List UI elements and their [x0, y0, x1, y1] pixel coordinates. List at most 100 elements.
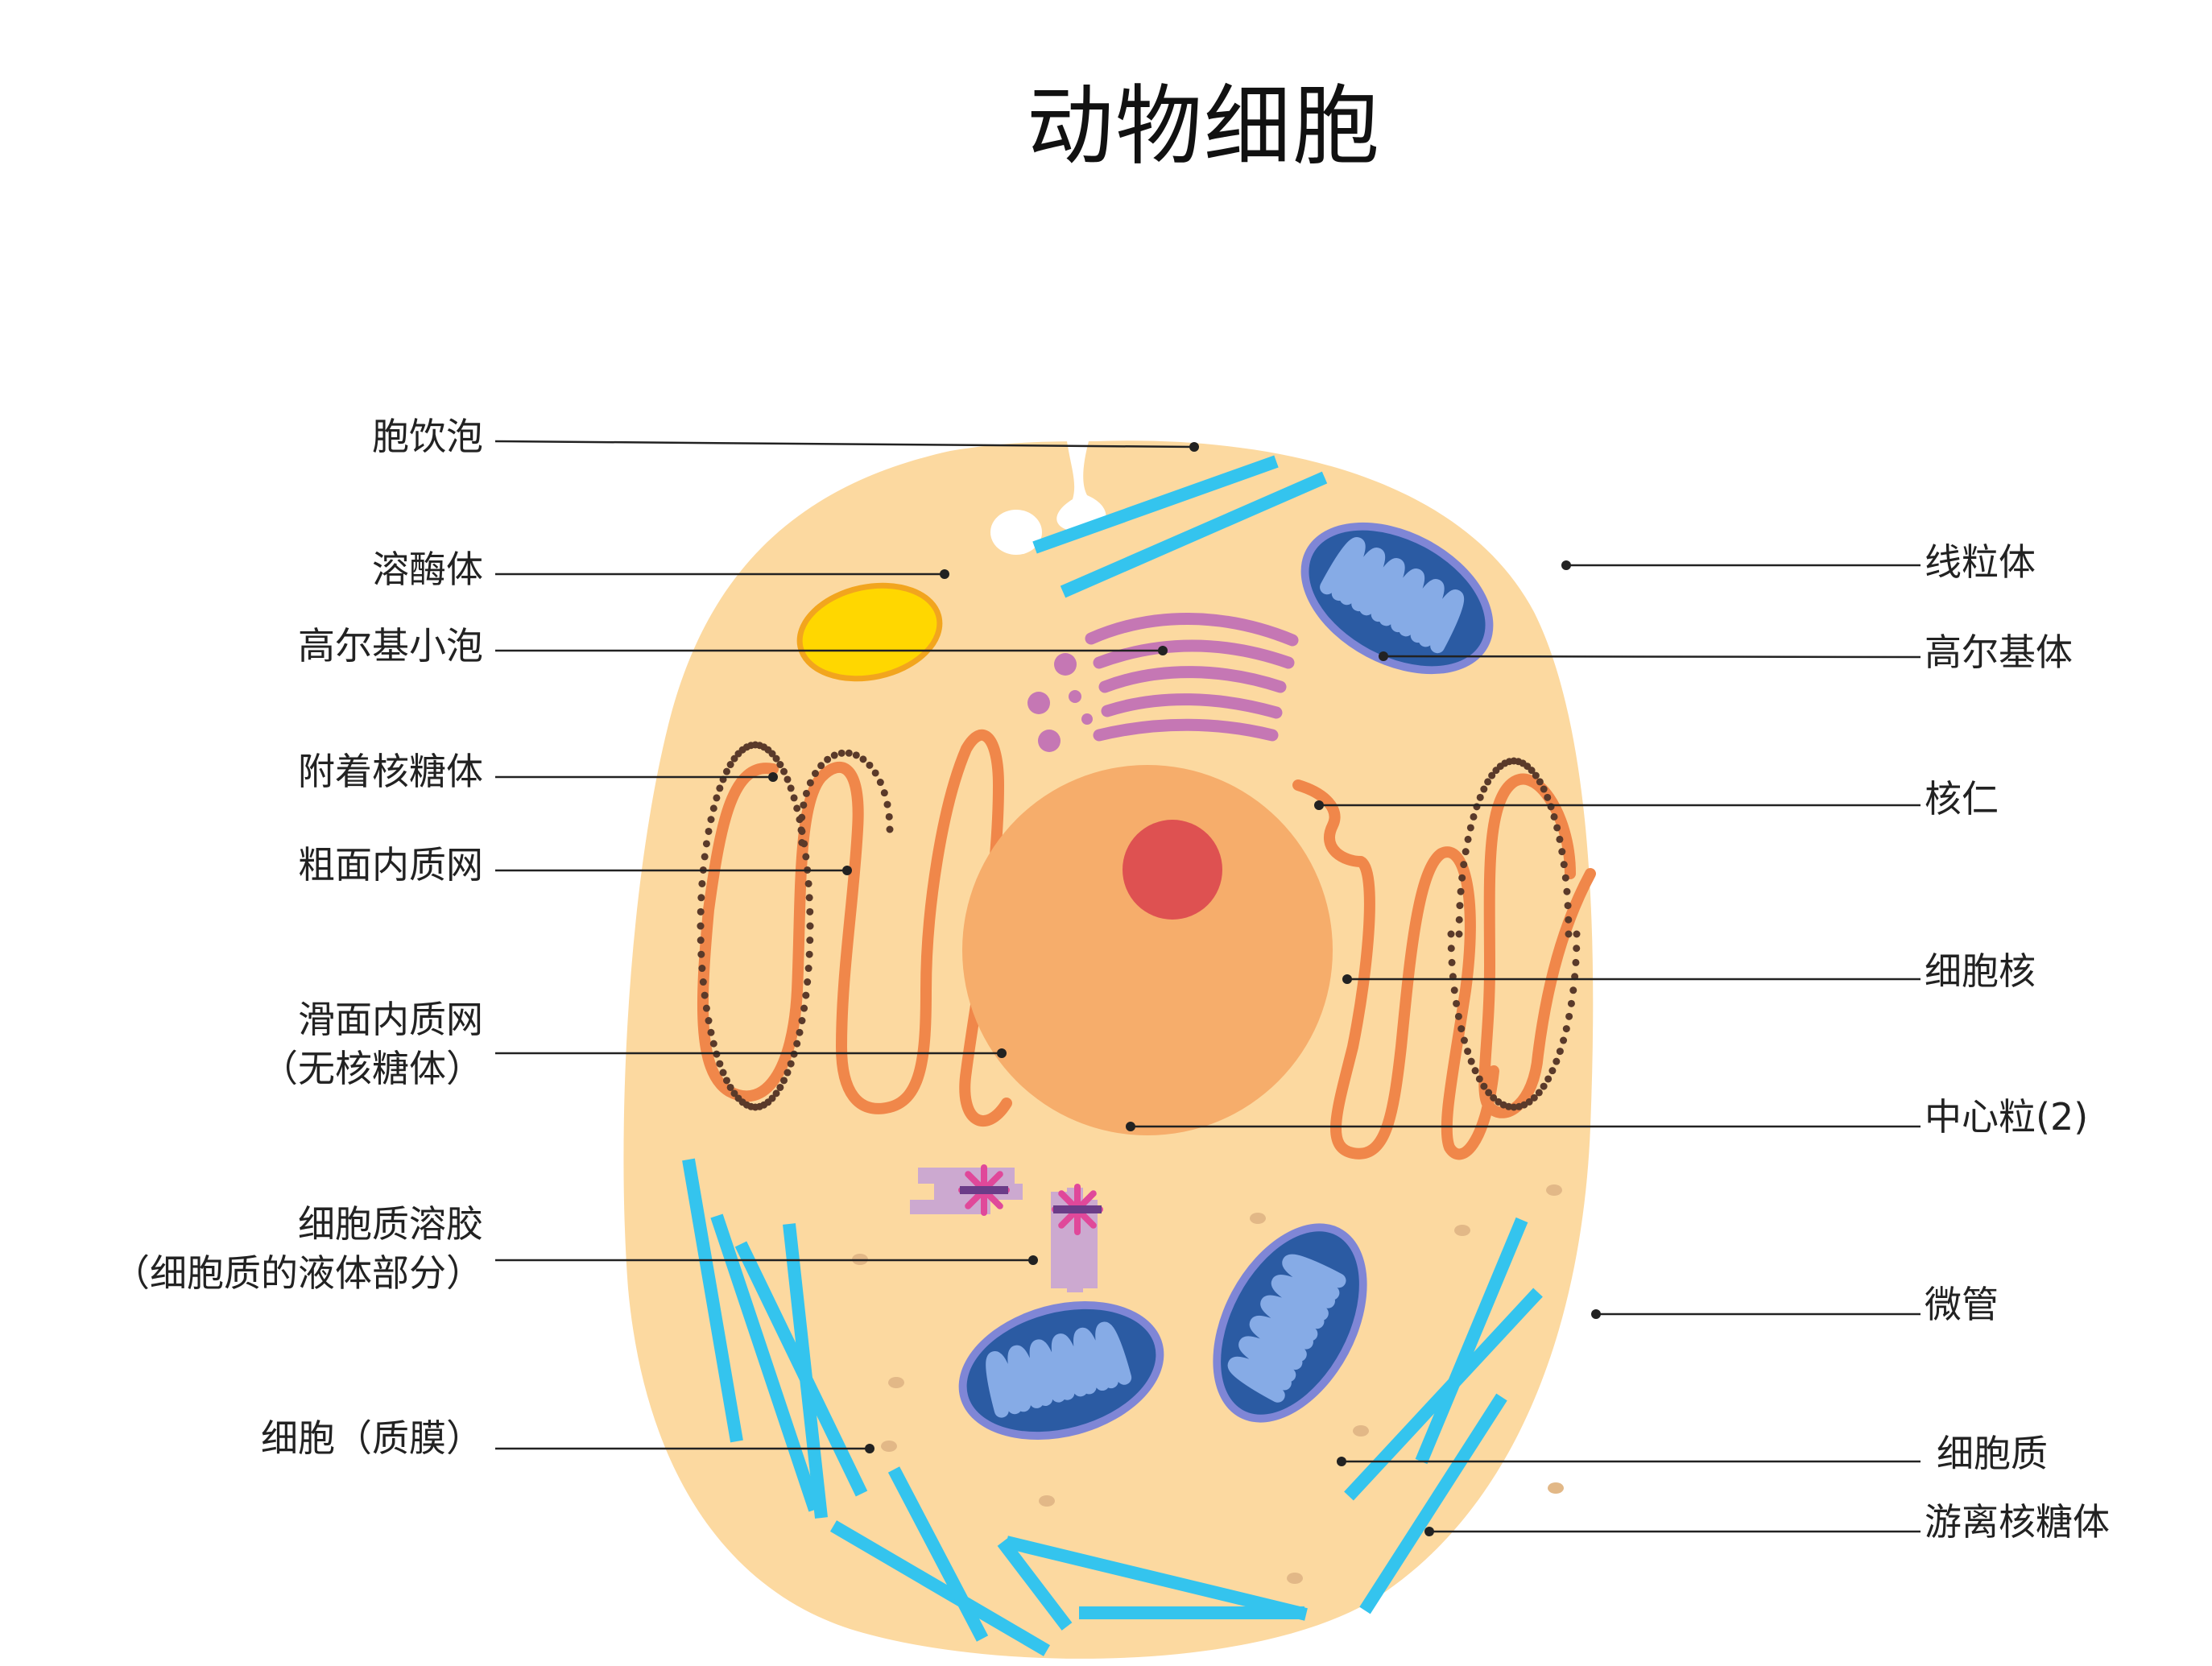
lysosome-shape	[796, 582, 943, 682]
microtubule-segment	[783, 1223, 828, 1519]
ribosome-dot	[866, 761, 874, 769]
ribosome-dot	[1466, 824, 1474, 832]
centriole-core	[960, 1186, 1008, 1194]
ribosome-dot	[1464, 835, 1472, 843]
speckle	[1548, 1482, 1564, 1494]
golgi-cisterna	[1085, 613, 1299, 647]
leader-dot	[1314, 800, 1324, 810]
ribosome-dot	[1454, 1012, 1462, 1020]
leader-lines	[494, 440, 1921, 1536]
ribosome-dot	[1488, 771, 1496, 779]
ribosome-dot	[1475, 1075, 1483, 1083]
leader-line	[1383, 655, 1921, 659]
ribosome-dot	[805, 894, 813, 902]
ribosome-dot	[697, 950, 705, 958]
ribosome-dot	[1556, 1048, 1564, 1056]
ribosome-dot	[1467, 1057, 1475, 1065]
ribosome-dot	[726, 1083, 734, 1091]
nucleolus-shape	[1123, 820, 1222, 920]
ribosome-dot	[793, 1040, 801, 1048]
ribosome-dot	[701, 853, 709, 861]
ribosome-group	[697, 741, 1581, 1111]
ribosome-dot	[730, 754, 738, 763]
label-mitochondria: 线粒体	[1925, 540, 2036, 584]
ribosome-dot	[837, 749, 846, 757]
golgi-vesicle	[1069, 690, 1081, 703]
pinocytotic-vesicle-shape	[1056, 441, 1106, 531]
ribosome-dot	[793, 804, 801, 812]
ribosome-dot	[817, 762, 825, 770]
microtubule-segment	[710, 1213, 821, 1512]
ribosome-dot	[1573, 945, 1581, 953]
ribosome-dot	[797, 826, 805, 834]
leader-dot	[1591, 1309, 1601, 1319]
ribosome-dot	[802, 991, 810, 999]
ribosome-dot	[1532, 771, 1540, 779]
ribosome-dot	[1572, 958, 1580, 966]
ribosome-dot	[806, 907, 814, 916]
ribosome-dot	[713, 794, 721, 802]
label-cytosol-line2: （细胞质的液体部分）	[113, 1251, 483, 1295]
ribosome-dot	[1450, 986, 1458, 994]
ribosome-dot	[1456, 902, 1464, 910]
ribosome-dot	[1460, 861, 1468, 869]
ribosome-dot	[1553, 824, 1561, 832]
ribosome-dot	[1540, 785, 1548, 793]
ribosome-dot	[798, 1017, 806, 1025]
ribosome-dot	[1565, 1012, 1573, 1020]
ribosome-dot	[1455, 930, 1463, 938]
golgi-vesicle	[1027, 692, 1050, 714]
ribosome-dot	[787, 1060, 795, 1068]
ribosome-dot	[1536, 778, 1544, 786]
mitochondrion-shape	[958, 1300, 1164, 1441]
er-tubule	[1478, 773, 1596, 1118]
ribosome-dot	[726, 761, 734, 769]
ribosome-dot	[697, 922, 705, 930]
ribosome-dot	[1564, 902, 1572, 910]
ribosome-dot	[1565, 930, 1573, 938]
ribosome-dot	[1565, 916, 1573, 924]
ribosome-dot	[885, 812, 893, 821]
ribosome-dot	[811, 770, 819, 778]
ribosome-dot	[1560, 1036, 1568, 1044]
ribosome-dot	[790, 794, 798, 802]
ribosome-dot	[1455, 916, 1463, 924]
ribosome-dot	[1556, 835, 1564, 843]
ribosome-dot	[804, 965, 812, 973]
ribosome-dot	[871, 769, 879, 777]
ribosome-dot	[845, 749, 853, 757]
ribosome-dot	[698, 965, 706, 973]
ribosome-dot	[1567, 999, 1575, 1007]
speckle	[881, 1441, 897, 1452]
ribosome-dot	[802, 853, 810, 861]
microtubule-group	[682, 455, 1543, 1656]
ribosome-dot	[1544, 1075, 1553, 1083]
leader-dot	[865, 1444, 874, 1453]
ribosome-dot	[1462, 848, 1470, 856]
ribosome-dot	[798, 813, 806, 821]
ribosome-dot	[880, 789, 888, 797]
ribosome-dot	[702, 1004, 710, 1012]
ribosome-dot	[796, 1028, 804, 1036]
speckle	[1546, 1184, 1562, 1196]
ribosome-dot	[1453, 999, 1461, 1007]
ribosome-dot	[722, 767, 730, 775]
ribosome-dot	[852, 751, 860, 759]
label-free-ribosome: 游离核糖体	[1925, 1500, 2110, 1544]
cytoplasm-speckles	[852, 1184, 1564, 1584]
speckle	[1250, 1213, 1266, 1224]
label-lysosome: 溶酶体	[372, 548, 483, 591]
ribosome-dot	[772, 1089, 780, 1098]
er-tubule	[697, 729, 1012, 1127]
leader-dot	[997, 1048, 1007, 1058]
ribosome-dot	[802, 789, 810, 797]
ribosome-dot	[1485, 1089, 1493, 1097]
microtubule-segment	[1359, 1393, 1507, 1614]
ribosome-dot	[780, 767, 788, 775]
microtubule-segment	[829, 1520, 1051, 1656]
ribosome-dot	[804, 879, 812, 887]
ribosome-dot	[824, 755, 832, 763]
leader-dot	[1424, 1527, 1434, 1536]
microtubule-segment	[1060, 471, 1328, 598]
label-golgi-body: 高尔基体	[1925, 630, 2073, 674]
